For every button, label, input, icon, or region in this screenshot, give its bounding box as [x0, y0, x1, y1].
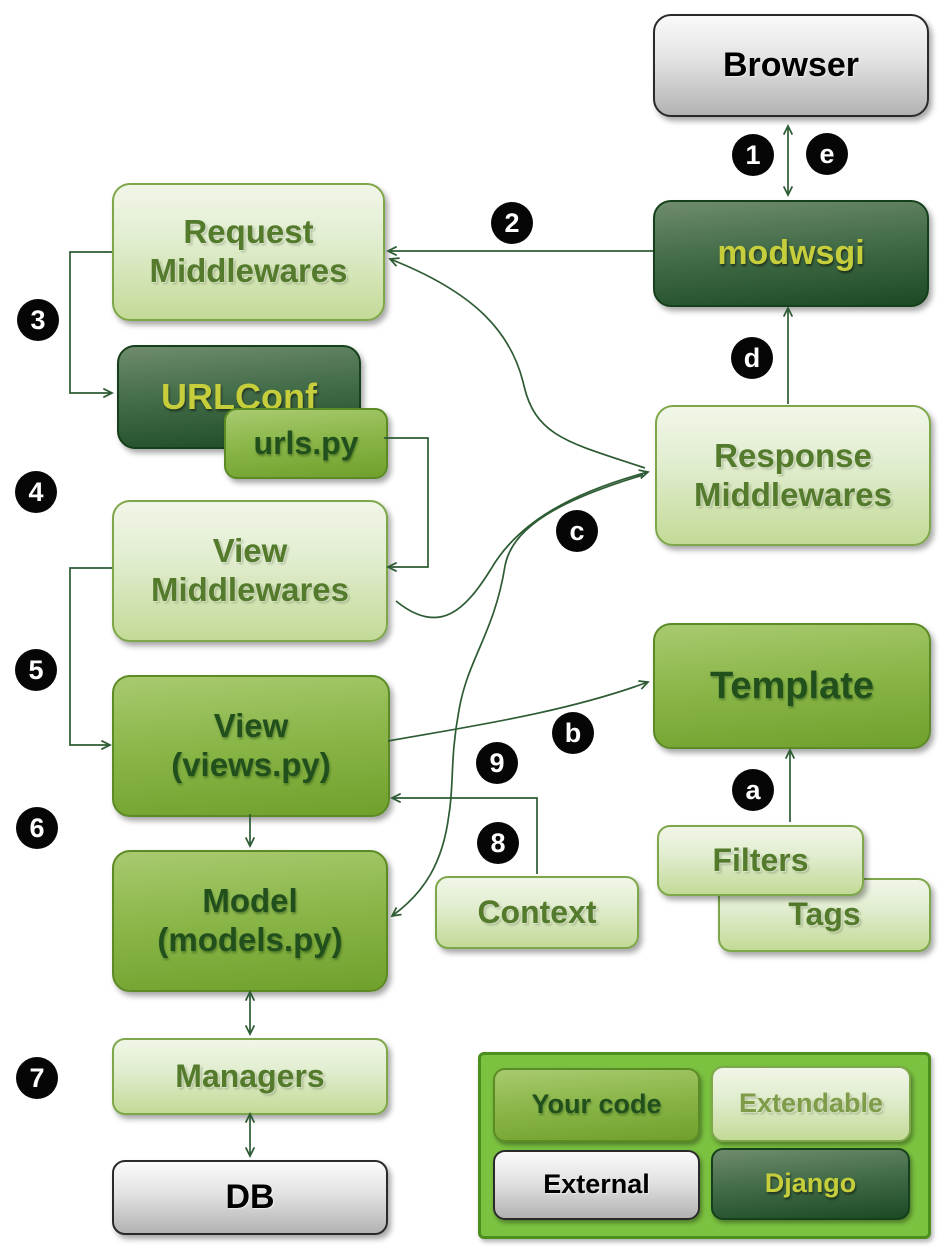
node-view-line2: (views.py) — [171, 746, 331, 783]
legend-extendable-label: Extendable — [738, 1088, 884, 1119]
node-request-middlewares: Request Middlewares — [112, 183, 385, 321]
node-urls-py-label: urls.py — [253, 424, 359, 461]
badge-step-9: 9 — [476, 742, 518, 784]
arrow-view-middlewares-to-view — [69, 567, 112, 751]
legend-external-label: External — [543, 1169, 650, 1200]
node-request-middlewares-line1: Request — [183, 213, 314, 251]
badge-step-4: 4 — [15, 471, 57, 513]
badge-step-a: a — [732, 769, 774, 811]
node-view: View (views.py) — [112, 675, 390, 817]
node-db: DB — [112, 1160, 388, 1235]
legend: Your code Extendable External Django — [478, 1052, 931, 1239]
legend-your-code-label: Your code — [531, 1089, 662, 1120]
node-context: Context — [435, 876, 639, 949]
badge-step-b: b — [552, 712, 594, 754]
arrow-view-to-template — [387, 680, 650, 742]
node-browser: Browser — [653, 14, 929, 117]
badge-step-5: 5 — [15, 649, 57, 691]
legend-item-django: Django — [711, 1148, 910, 1220]
badge-step-3: 3 — [17, 299, 59, 341]
node-request-middlewares-line2: Middlewares — [149, 252, 348, 289]
arrow-urlspy-to-view-middlewares — [384, 437, 429, 573]
badge-step-e: e — [806, 133, 848, 175]
node-model-line1: Model — [202, 882, 298, 920]
node-filters: Filters — [657, 825, 864, 896]
node-urls-py: urls.py — [224, 408, 388, 479]
node-model: Model (models.py) — [112, 850, 388, 992]
node-view-line1: View — [213, 707, 289, 745]
node-template: Template — [653, 623, 931, 749]
node-browser-label: Browser — [722, 46, 860, 85]
node-model-line2: (models.py) — [157, 921, 343, 958]
node-modwsgi-label: modwsgi — [717, 234, 865, 273]
arrow-request-middlewares-to-urlconf — [69, 251, 114, 399]
badge-step-c: c — [556, 510, 598, 552]
node-modwsgi: modwsgi — [653, 200, 929, 307]
badge-step-8: 8 — [477, 822, 519, 864]
arrow-view-middlewares-to-response-middlewares — [395, 469, 650, 619]
node-view-middlewares-line2: Middlewares — [150, 571, 350, 608]
node-view-middlewares-line1: View — [212, 532, 288, 570]
badge-step-2: 2 — [491, 202, 533, 244]
node-response-middlewares-line1: Response — [714, 436, 872, 474]
badge-step-6: 6 — [16, 807, 58, 849]
node-response-middlewares-line2: Middlewares — [693, 475, 893, 513]
node-template-label: Template — [709, 664, 874, 707]
legend-item-extendable: Extendable — [711, 1066, 911, 1142]
badge-step-1: 1 — [732, 134, 774, 176]
node-tags-label: Tags — [788, 896, 861, 933]
node-managers-label: Managers — [175, 1057, 325, 1094]
legend-item-your-code: Your code — [493, 1068, 700, 1142]
arrow-hub-to-request-middlewares — [388, 257, 646, 469]
badge-step-7: 7 — [16, 1057, 58, 1099]
badge-step-d: d — [731, 337, 773, 379]
node-managers: Managers — [112, 1038, 388, 1115]
node-view-middlewares: View Middlewares — [112, 500, 388, 642]
node-context-label: Context — [477, 893, 597, 930]
legend-item-external: External — [493, 1150, 700, 1220]
legend-django-label: Django — [764, 1168, 857, 1199]
node-db-label: DB — [225, 1178, 275, 1217]
node-filters-label: Filters — [712, 841, 809, 878]
node-response-middlewares: Response Middlewares — [655, 405, 931, 546]
